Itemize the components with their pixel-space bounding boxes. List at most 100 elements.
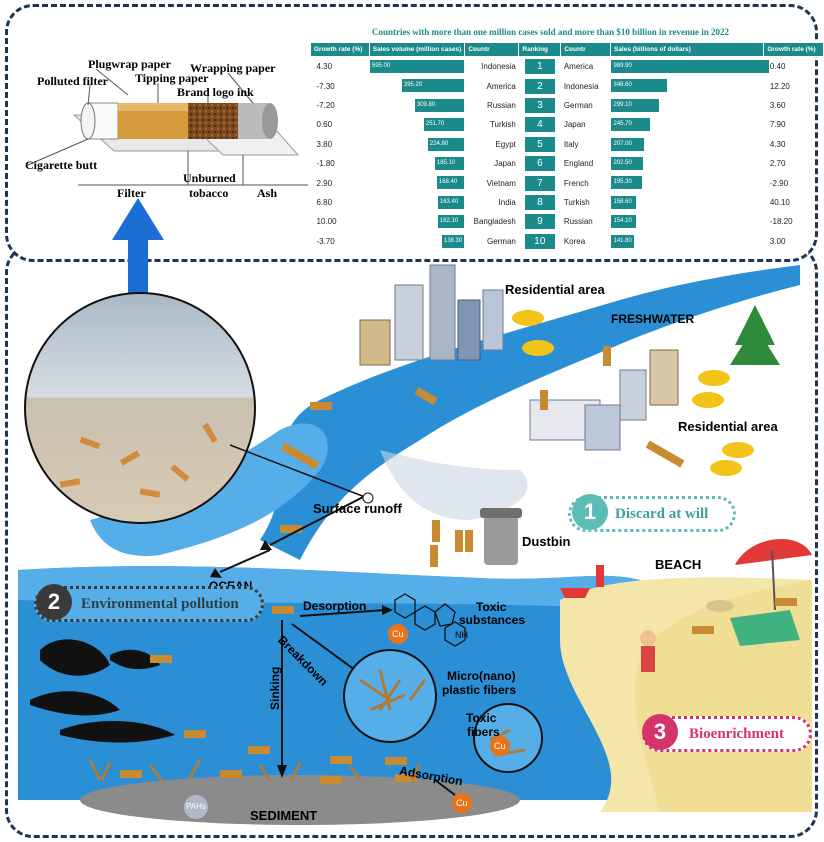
growth-right-cell: -18.20 — [769, 217, 793, 227]
header-growth-left: Growth rate (%) — [310, 42, 370, 57]
volume-value: 251.70 — [425, 121, 445, 128]
cigarette-diagram — [27, 68, 308, 186]
growth-right-cell: 3.00 — [769, 236, 786, 246]
bio-label: Bioenrichment — [689, 726, 784, 742]
sales-cell: 141.80 — [610, 232, 763, 251]
top-panel-frame — [5, 4, 818, 262]
freshwater-label: FRESHWATER — [611, 312, 695, 326]
growth-left-cell: 2.90 — [316, 178, 333, 188]
volume-value: 224.80 — [429, 140, 449, 147]
ash-label: Ash — [257, 186, 278, 200]
surface-runoff-label: Surface runoff — [313, 501, 402, 516]
volume-cell: 224.80 — [369, 135, 465, 154]
table-row: 10.00 162.10 Bangladesh 9 Russian 154.10 -18.2… — [311, 212, 824, 231]
country-left-cell: Japan — [494, 159, 516, 169]
country-left-cell: Indonesia — [481, 62, 516, 72]
rank-box: 4 — [524, 117, 555, 133]
sales-bar: 989.90 — [611, 60, 770, 73]
plugwrap-label: Plugwrap paper — [88, 57, 172, 71]
sales-value: 207.00 — [613, 140, 632, 147]
volume-bar: 595.00 — [369, 60, 464, 73]
volume-bar: 163.40 — [437, 195, 464, 209]
filter-label: Filter — [117, 186, 146, 200]
rank-box: 3 — [524, 97, 555, 113]
rank-cell: 8 — [519, 193, 561, 212]
sales-cell: 989.90 — [610, 57, 770, 77]
sales-cell: 154.10 — [610, 212, 763, 231]
volume-cell: 162.10 — [369, 212, 465, 231]
rank-box: 9 — [524, 214, 555, 230]
rank-cell: 10 — [519, 232, 561, 251]
sales-value: 299.10 — [613, 101, 632, 108]
discard-label: Discard at will — [615, 506, 709, 522]
dustbin-label: Dustbin — [522, 534, 571, 549]
bottom-panel-frame — [5, 244, 818, 838]
beach-label: BEACH — [655, 557, 702, 572]
sales-cell: 202.50 — [610, 154, 763, 173]
volume-bar: 185.10 — [434, 156, 464, 170]
cigarette-butt-label: Cigarette butt — [25, 158, 98, 172]
volume-cell: 395.20 — [369, 76, 465, 95]
growth-right-cell: 7.90 — [769, 120, 786, 130]
pahs-label: PAHs — [186, 802, 206, 811]
country-left-cell: Russian — [486, 100, 516, 110]
rank-box: 7 — [524, 175, 555, 191]
sales-value: 158.60 — [613, 198, 632, 205]
volume-value: 185.10 — [436, 159, 456, 166]
sales-bar: 299.10 — [611, 98, 660, 112]
toxic-substances-label-2: substances — [459, 613, 526, 627]
sales-value: 154.10 — [613, 218, 632, 225]
toxic-substances-label-1: Toxic — [476, 600, 507, 614]
rank-cell: 1 — [519, 57, 561, 77]
rank-cell: 7 — [519, 173, 561, 192]
growth-right-cell: 3.60 — [769, 100, 786, 110]
country-right-cell: Japan — [563, 120, 586, 130]
polluted-filter-label: Polluted filter — [37, 74, 108, 88]
volume-cell: 251.70 — [369, 115, 465, 134]
growth-left-cell: -7.30 — [316, 81, 335, 91]
rank-box: 10 — [524, 233, 555, 249]
growth-right-cell: 12.20 — [769, 81, 790, 91]
sales-bar: 202.50 — [611, 156, 644, 170]
toxic-fibers-label-1: Toxic — [466, 711, 497, 725]
country-left-cell: Bangladesh — [473, 217, 516, 227]
country-left-cell: India — [498, 197, 516, 207]
country-right-cell: Indonesia — [563, 81, 599, 91]
rank-cell: 4 — [519, 115, 561, 134]
volume-cell: 309.80 — [369, 96, 465, 115]
table-title: Countries with more than one million cas… — [372, 27, 730, 37]
volume-value: 309.80 — [416, 101, 436, 108]
up-arrow-icon — [112, 198, 164, 296]
growth-right-cell: 2.70 — [769, 159, 786, 169]
sales-value: 195.30 — [613, 179, 632, 186]
pollution-number-badge: 2 — [36, 584, 72, 620]
country-left-cell: Vietnam — [486, 178, 516, 188]
sales-bar: 158.60 — [611, 195, 637, 209]
growth-right-cell: 4.30 — [769, 139, 786, 149]
growth-left-cell: 10.00 — [316, 217, 337, 227]
volume-value: 595.00 — [371, 63, 391, 69]
volume-bar: 251.70 — [423, 118, 464, 132]
sales-bar: 141.80 — [611, 234, 635, 248]
country-left-cell: Egypt — [495, 139, 516, 149]
micro-label-1: Micro(nano) — [447, 669, 516, 683]
rank-box: 1 — [524, 59, 555, 75]
country-right-cell: Korea — [563, 236, 586, 246]
country-left-cell: America — [486, 81, 516, 91]
country-right-cell: Russian — [563, 217, 593, 227]
tipping-label: Tipping paper — [135, 71, 209, 85]
volume-bar: 309.80 — [414, 98, 464, 112]
sales-bar: 245.70 — [611, 118, 651, 132]
growth-left-cell: -3.70 — [316, 236, 335, 246]
growth-right-cell: 40.10 — [769, 197, 790, 207]
volume-value: 395.20 — [403, 82, 423, 89]
wrapping-label: Wrapping paper — [190, 61, 276, 75]
volume-cell: 595.00 — [369, 57, 465, 77]
volume-cell: 185.10 — [369, 154, 465, 173]
